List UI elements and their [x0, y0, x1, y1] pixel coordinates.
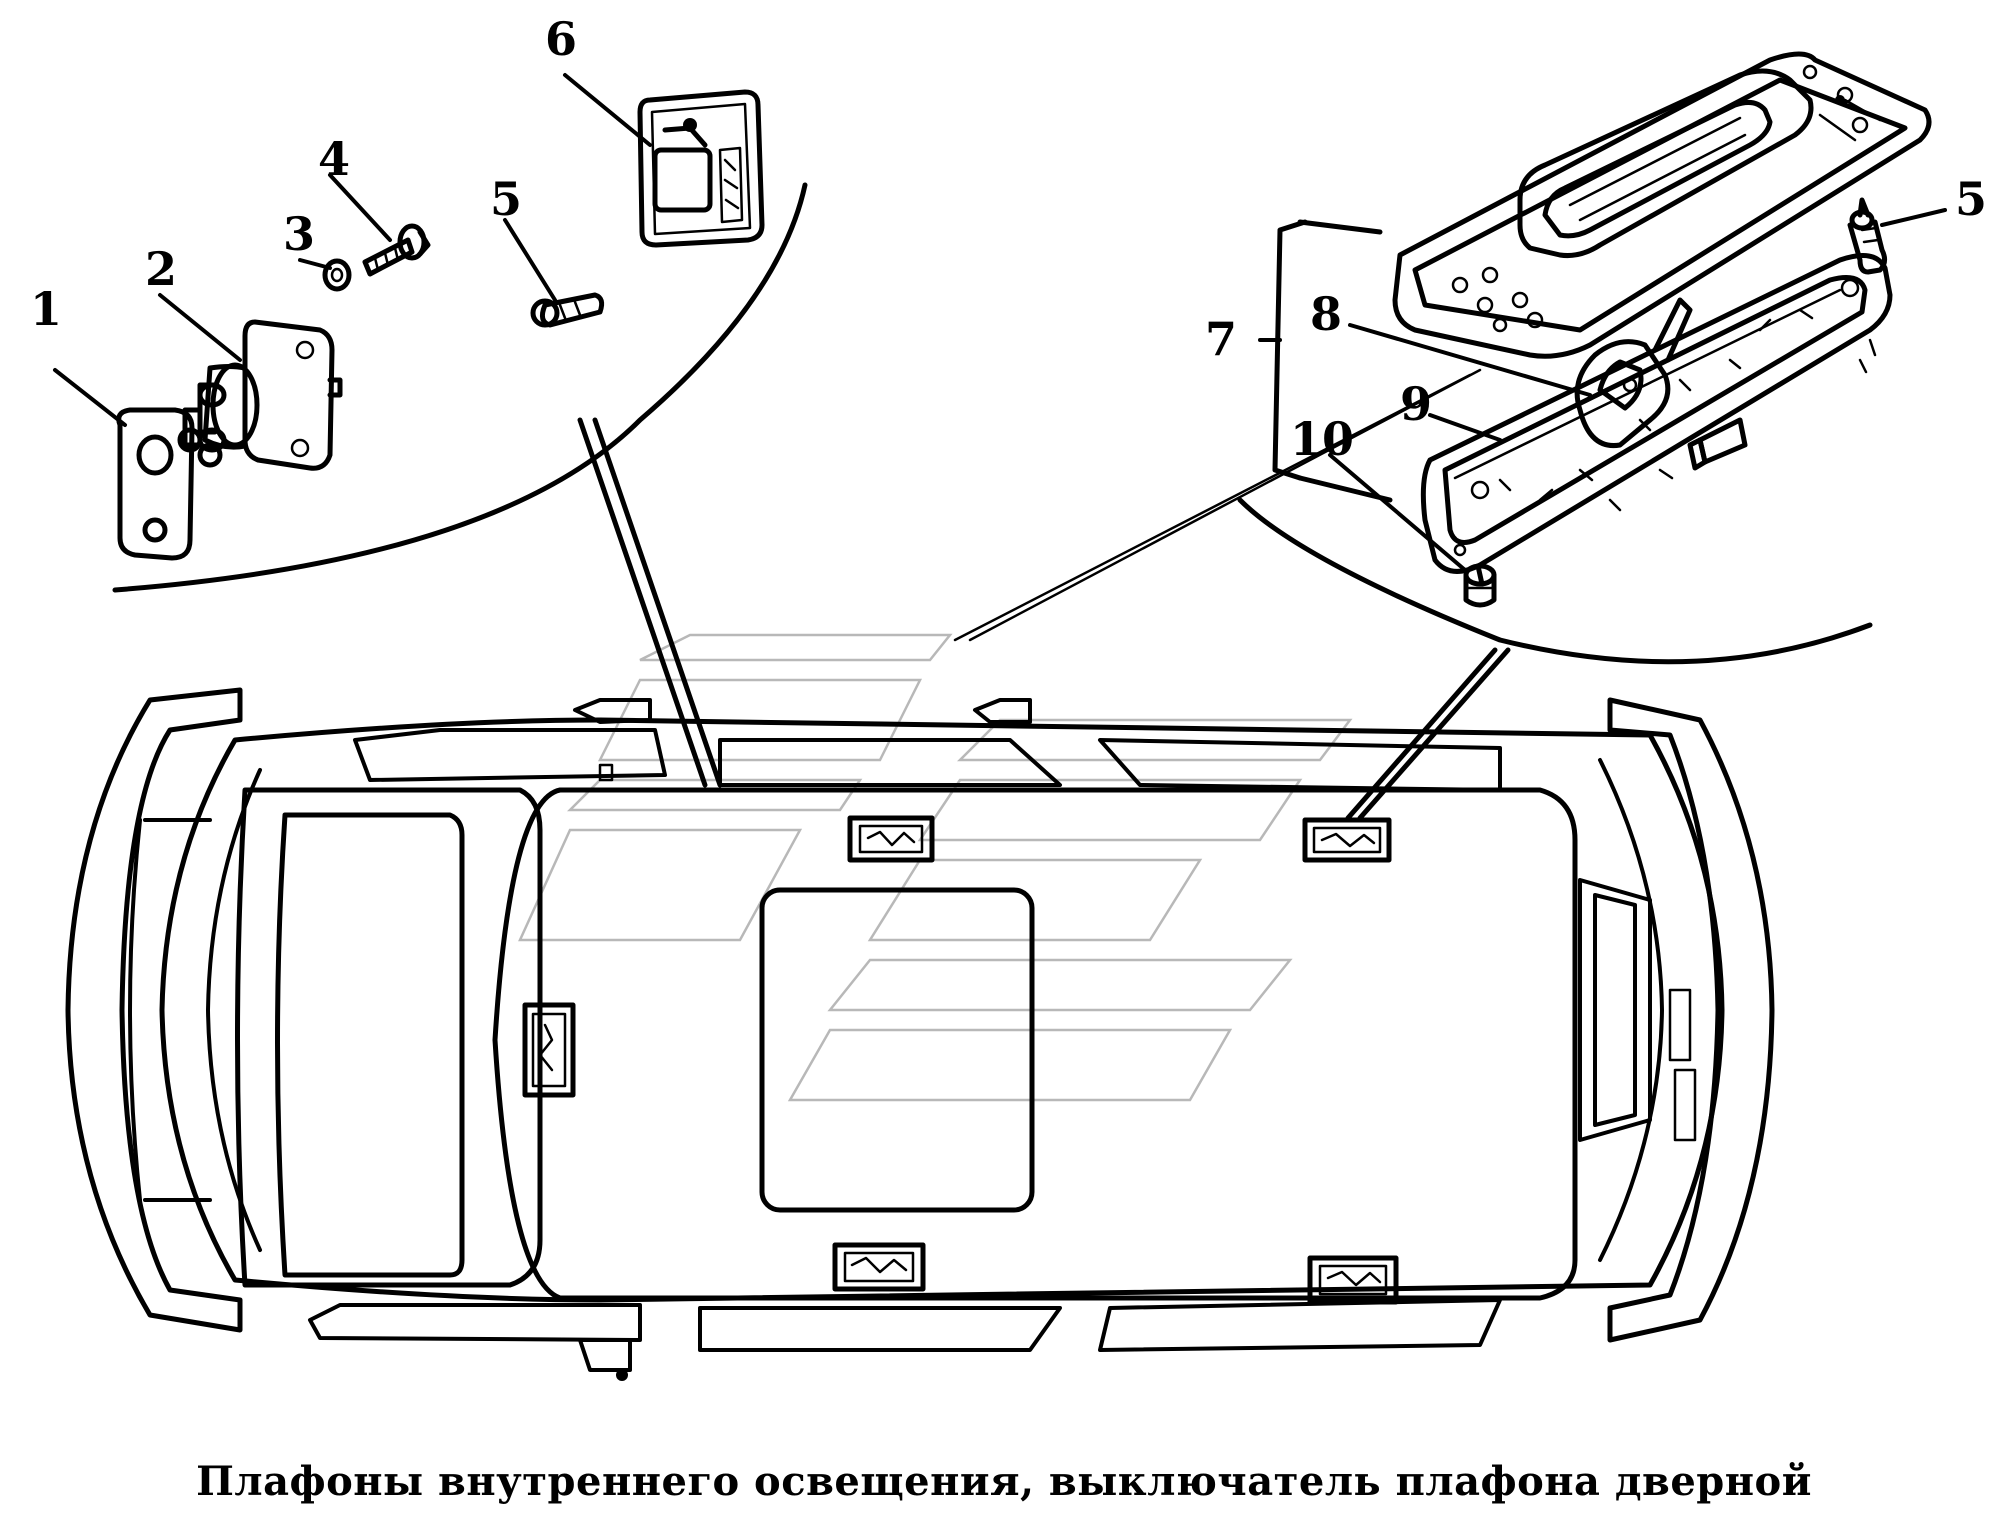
roof-lamp-front-right: [1302, 817, 1392, 863]
callout-1: 1: [30, 282, 62, 336]
part-2-door-switch: [177, 319, 343, 471]
diagram-caption: Плафоны внутреннего освещения, выключате…: [196, 1458, 1812, 1505]
callout-2: 2: [145, 242, 177, 296]
sunroof: [759, 887, 1035, 1213]
callout-8: 8: [1310, 287, 1342, 341]
roof-lamp-side: [522, 1002, 576, 1098]
part-6-lamp-cover: [637, 89, 765, 248]
roof-lamp-rear-right: [1307, 1255, 1399, 1305]
door-switch-group: [112, 89, 808, 593]
part-4-screw: [362, 223, 431, 277]
car-top-view: [65, 687, 1775, 1381]
part-7-lamp-housing: [1392, 51, 1932, 359]
part-9-lamp-base: [1420, 253, 1893, 574]
roof-lamp-front-left: [847, 815, 935, 863]
watermark-logo: [518, 633, 1353, 1102]
part-5-contact-left: [530, 292, 605, 328]
part-1-gasket: [116, 407, 195, 561]
roof-lamp-rear-left: [832, 1242, 926, 1292]
roof-lamp-assembly: [1237, 51, 1932, 665]
callout-3: 3: [283, 207, 315, 261]
part-5-contact-right: [1847, 197, 1888, 275]
leader-lines: [577, 368, 1511, 821]
callout-5-left: 5: [490, 172, 522, 226]
callout-4: 4: [318, 132, 350, 186]
callout-7: 7: [1205, 312, 1237, 366]
callout-6: 6: [545, 12, 577, 66]
callout-9: 9: [1400, 377, 1432, 431]
callout-numbers: 1 2 3 4 5 6 5 7 8 9 10: [30, 12, 1987, 466]
part-10-screw: [1463, 563, 1497, 608]
callout-5-right: 5: [1955, 172, 1987, 226]
part-3-washer: [322, 258, 352, 292]
callout-leaders: [53, 73, 1947, 572]
part-8-bulb: [1574, 297, 1693, 449]
callout-10: 10: [1290, 412, 1354, 466]
